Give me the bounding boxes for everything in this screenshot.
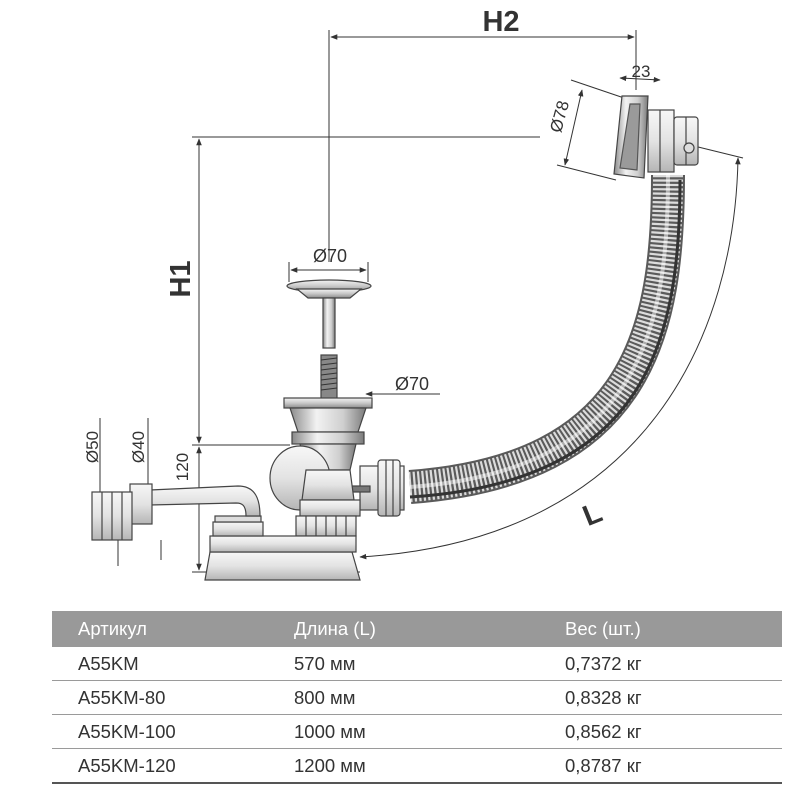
cell-article: A55KM-100 [52,714,268,749]
overflow-head [613,95,699,179]
cell-length: 800 мм [268,680,539,715]
table-row: A55KM 570 мм 0,7372 кг [52,647,782,681]
cell-article: A55KM-120 [52,748,268,784]
label-d70-top: Ø70 [313,246,347,266]
table-row: A55KM-80 800 мм 0,8328 кг [52,680,782,715]
spec-table: Артикул Длина (L) Вес (шт.) A55KM 570 мм… [52,611,782,784]
cell-weight: 0,8328 кг [539,680,782,715]
siphon-trap [91,483,361,581]
cell-weight: 0,8787 кг [539,748,782,784]
cell-length: 1200 мм [268,748,539,784]
cell-weight: 0,7372 кг [539,647,782,681]
drain-plug [286,279,372,400]
label-l: L [578,497,606,533]
header-length: Длина (L) [268,611,539,647]
cell-weight: 0,8562 кг [539,714,782,749]
table-header-row: Артикул Длина (L) Вес (шт.) [52,611,782,647]
label-120: 120 [173,453,192,481]
label-23: 23 [632,62,651,81]
label-d78: Ø78 [546,99,573,135]
label-h1: H1 [165,260,197,297]
table-row: A55KM-120 1200 мм 0,8787 кг [52,748,782,784]
label-d50: Ø50 [83,431,102,463]
cell-article: A55KM-80 [52,680,268,715]
cell-article: A55KM [52,647,268,681]
drain-body [269,397,373,537]
table-row: A55KM-100 1000 мм 0,8562 кг [52,714,782,749]
label-d40: Ø40 [129,431,148,463]
label-h2: H2 [482,6,519,38]
label-d70-mid: Ø70 [395,374,429,394]
bath-siphon-diagram: H2 H1 L 23 Ø78 Ø70 Ø70 Ø50 Ø40 120 90 [83,6,744,581]
header-article: Артикул [52,611,268,647]
dimension-lines [99,30,744,573]
corrugated-hose [408,174,685,504]
cell-length: 1000 мм [268,714,539,749]
header-weight: Вес (шт.) [539,611,782,647]
cell-length: 570 мм [268,647,539,681]
